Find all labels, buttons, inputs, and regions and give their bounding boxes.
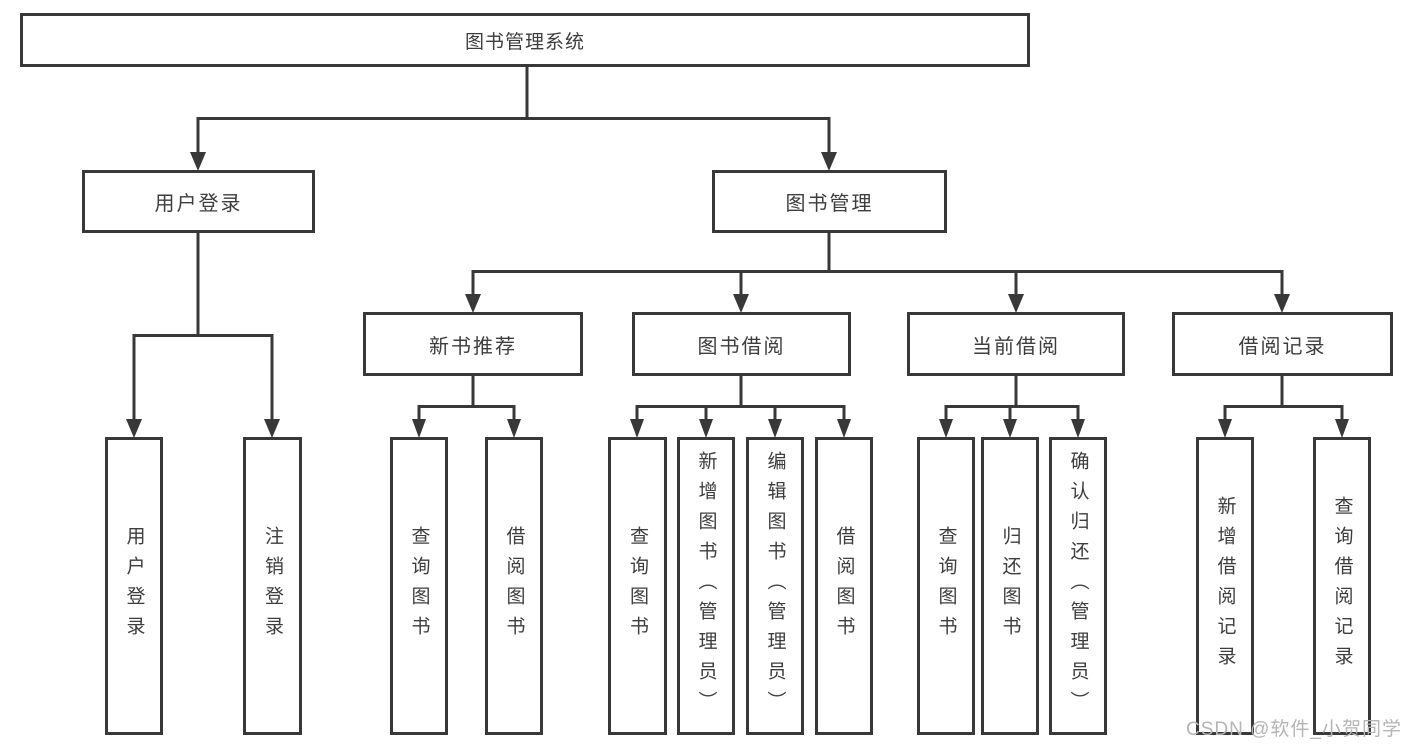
- node-current-borrowing: 当前借阅: [907, 312, 1125, 376]
- node-label: 注销登录: [262, 526, 283, 646]
- connector-root-to-level2: [196, 67, 831, 156]
- node-label: 确认归还（管理员）: [1067, 451, 1089, 721]
- node-label: 查询借阅记录: [1331, 496, 1353, 676]
- node-label: 图书管理: [785, 193, 874, 215]
- node-label: 借阅图书: [503, 526, 525, 646]
- node-label: 编辑图书（管理员）: [764, 451, 786, 721]
- leaf-query-books-borrowing: 查询图书: [608, 437, 667, 735]
- leaf-query-books-recommend: 查询图书: [390, 437, 448, 735]
- leaf-add-borrow-record: 新增借阅记录: [1196, 437, 1254, 735]
- node-borrowing-records: 借阅记录: [1172, 312, 1393, 376]
- leaf-return-books: 归还图书: [981, 437, 1039, 735]
- node-label: 用户登录: [154, 193, 243, 215]
- csdn-watermark: CSDN @软件_小贺同学: [1186, 719, 1402, 740]
- node-label: 归还图书: [999, 526, 1021, 646]
- node-label: 借阅记录: [1238, 335, 1327, 358]
- node-label: 用户登录: [123, 526, 145, 646]
- leaf-logout: 注销登录: [243, 437, 302, 735]
- node-label: 新增图书（管理员）: [695, 451, 717, 721]
- node-label: 图书借阅: [697, 335, 786, 358]
- node-label: 新增借阅记录: [1214, 496, 1236, 676]
- leaf-query-borrow-record: 查询借阅记录: [1313, 437, 1371, 735]
- arrowheads-level2: [190, 152, 837, 171]
- leaf-add-books-admin: 新增图书（管理员）: [677, 437, 735, 735]
- node-label: 查询图书: [627, 526, 648, 646]
- node-label: 查询图书: [408, 526, 430, 646]
- leaf-borrow-books: 借阅图书: [815, 437, 873, 735]
- node-book-borrowing: 图书借阅: [632, 312, 851, 376]
- node-label: 查询图书: [935, 526, 957, 646]
- connector-user-login-branch: [132, 233, 274, 423]
- arrowheads-level4: [412, 419, 1349, 438]
- node-label: 图书管理系统: [464, 31, 585, 53]
- leaf-query-books-current: 查询图书: [917, 437, 975, 735]
- node-book-management-system: 图书管理系统: [20, 13, 1030, 67]
- connector-book-mgmt-branch: [471, 233, 1284, 298]
- arrowheads-level3: [465, 294, 1290, 313]
- node-book-management: 图书管理: [712, 170, 947, 233]
- node-label: 当前借阅: [972, 335, 1060, 358]
- leaf-edit-books-admin: 编辑图书（管理员）: [746, 437, 804, 735]
- leaf-user-login: 用户登录: [105, 437, 163, 735]
- arrowheads-user-login-children: [126, 419, 280, 438]
- node-new-book-recommendation: 新书推荐: [363, 312, 583, 376]
- connector-level3-branches: [417, 376, 1344, 423]
- leaf-confirm-return-admin: 确认归还（管理员）: [1049, 437, 1107, 735]
- node-user-login-group: 用户登录: [82, 170, 315, 233]
- node-label: 新书推荐: [429, 335, 517, 358]
- node-label: 借阅图书: [833, 526, 855, 646]
- leaf-borrow-books-recommend: 借阅图书: [485, 437, 543, 735]
